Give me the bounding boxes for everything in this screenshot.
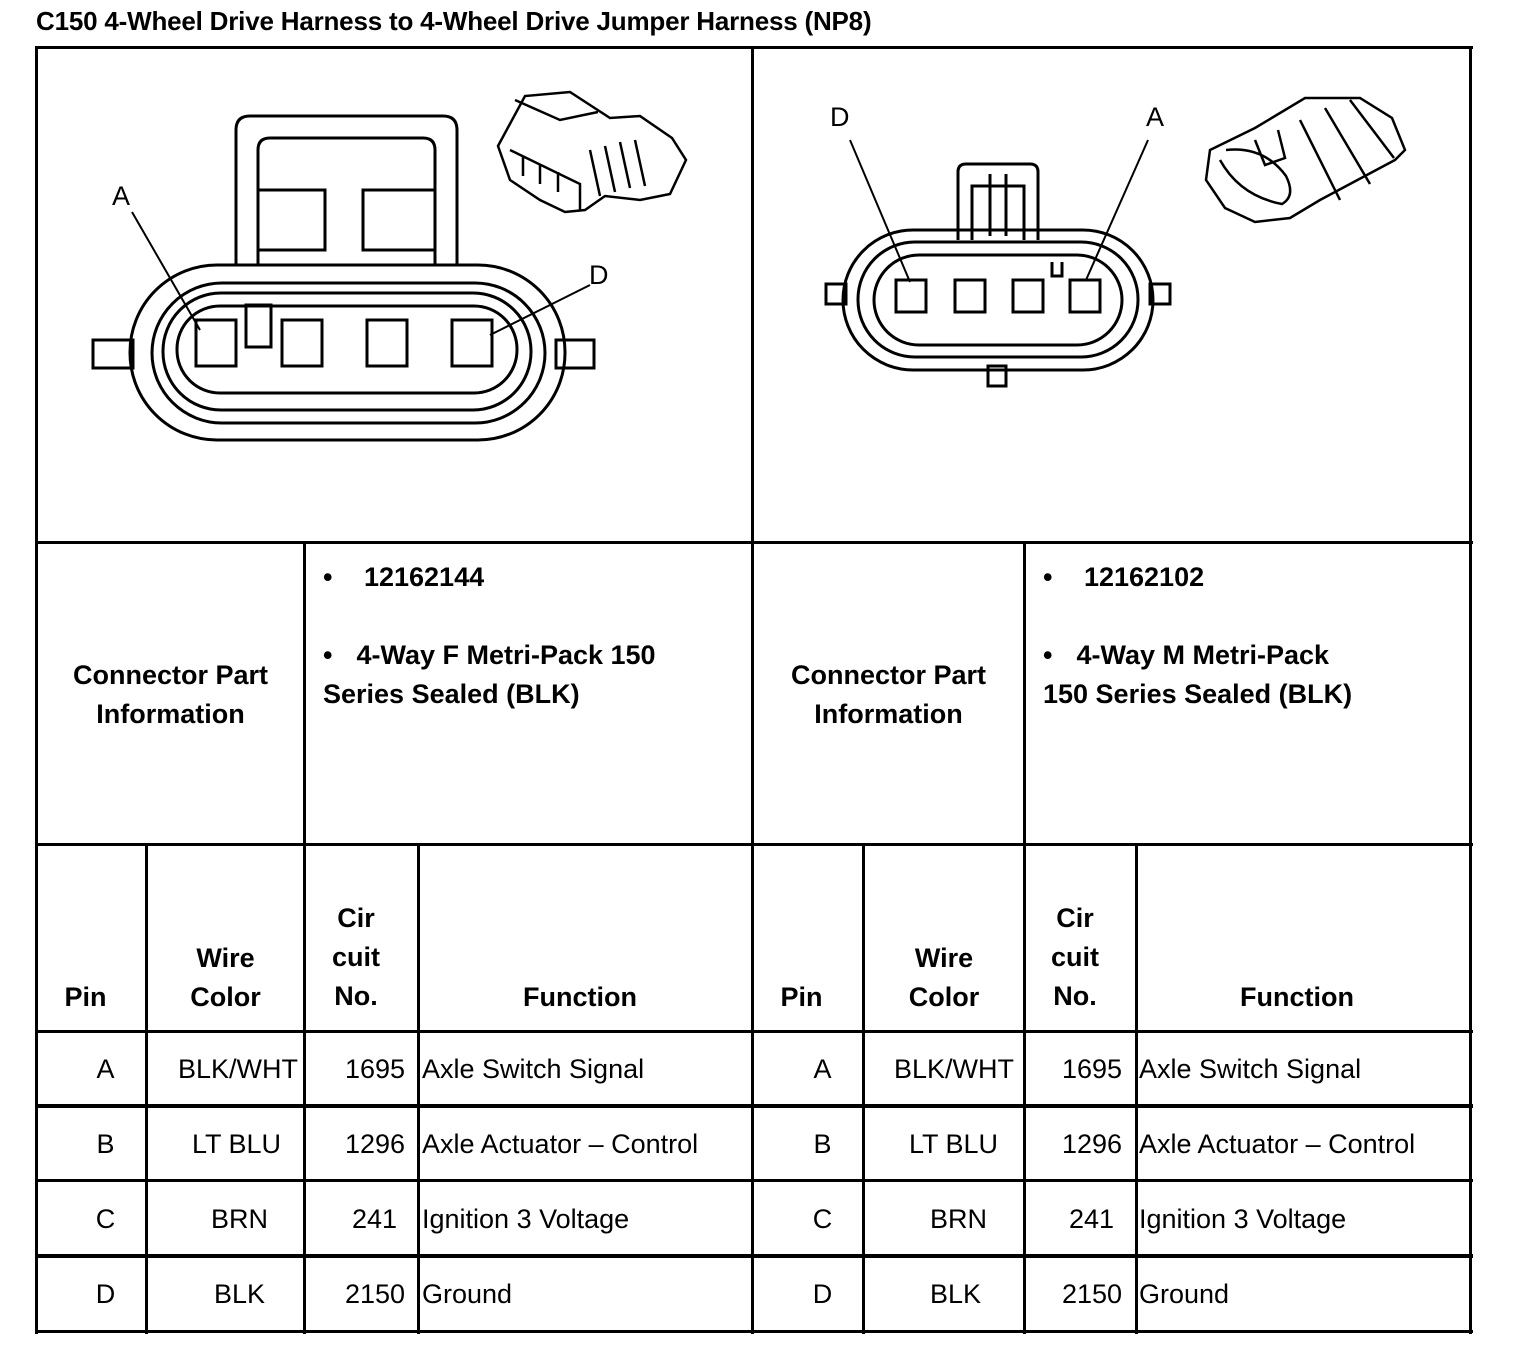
pin-cell: A: [96, 1054, 115, 1084]
function-cell: Axle Actuator – Control: [422, 1129, 699, 1159]
bullet: •: [323, 562, 333, 592]
circuit-cell: 2150: [345, 1279, 406, 1309]
wire-color-cell: LT BLU: [192, 1129, 282, 1159]
wire-color-cell: BRN: [211, 1204, 269, 1234]
part-number: • 12162144: [323, 562, 485, 592]
bullet: •: [1043, 562, 1053, 592]
function-header: Function: [523, 982, 637, 1012]
circuit-cell: 241: [1069, 1204, 1115, 1234]
wire-color-cell: BLK: [930, 1279, 982, 1309]
female-connector-diagram: [91, 90, 688, 442]
function-cell: Ground: [1139, 1279, 1230, 1309]
pin-cell: A: [813, 1054, 832, 1084]
function-cell: Axle Switch Signal: [1139, 1054, 1362, 1084]
female-pin-label-a: A: [112, 181, 131, 211]
circuit-cell: 2150: [1062, 1279, 1123, 1309]
function-header: Function: [1240, 982, 1354, 1012]
male-pin-label-d: D: [830, 102, 850, 132]
part-number: • 12162102: [1043, 562, 1205, 592]
part-info-label: Connector Part Information: [72, 660, 269, 729]
male-pin-label-a: A: [1146, 102, 1165, 132]
pin-header: Pin: [780, 982, 823, 1012]
part-description: •4-Way M Metri-Pack 150 Series Sealed (B…: [1043, 640, 1353, 709]
wire-color-cell: BLK/WHT: [178, 1054, 299, 1084]
function-cell: Ignition 3 Voltage: [422, 1204, 630, 1234]
wire-color-header: Wire Color: [190, 943, 261, 1012]
circuit-cell: 1296: [345, 1129, 406, 1159]
circuit-header: Cir cuit No.: [1050, 903, 1099, 1011]
function-cell: Ground: [422, 1279, 513, 1309]
wire-color-cell: LT BLU: [909, 1129, 999, 1159]
circuit-cell: 1695: [345, 1054, 406, 1084]
male-connector-diagram: [824, 96, 1407, 388]
male-connector-3d-icon: [1204, 96, 1407, 224]
circuit-cell: 1695: [1062, 1054, 1123, 1084]
pin-cell: B: [96, 1129, 115, 1159]
circuit-header: Cir cuit No.: [331, 903, 380, 1011]
wire-color-cell: BLK: [214, 1279, 266, 1309]
pin-cell: B: [813, 1129, 832, 1159]
female-connector-3d-icon: [496, 90, 688, 214]
function-cell: Axle Switch Signal: [422, 1054, 645, 1084]
circuit-cell: 1296: [1062, 1129, 1123, 1159]
page-title: C150 4-Wheel Drive Harness to 4-Wheel Dr…: [36, 6, 872, 36]
part-info-label: Connector Part Information: [790, 660, 987, 729]
wire-color-header: Wire Color: [908, 943, 980, 1012]
part-description: •4-Way F Metri-Pack 150 Series Sealed (B…: [323, 640, 656, 709]
circuit-cell: 241: [352, 1204, 398, 1234]
pin-cell: D: [95, 1279, 116, 1309]
pin-cell: C: [812, 1204, 833, 1234]
bullet: •: [1043, 640, 1053, 670]
function-cell: Ignition 3 Voltage: [1139, 1204, 1347, 1234]
wire-color-cell: BRN: [930, 1204, 988, 1234]
wire-color-cell: BLK/WHT: [894, 1054, 1015, 1084]
function-cell: Axle Actuator – Control: [1139, 1129, 1416, 1159]
bullet: •: [323, 640, 333, 670]
female-pin-label-d: D: [589, 260, 609, 290]
pin-header: Pin: [64, 982, 107, 1012]
pin-cell: D: [812, 1279, 833, 1309]
pin-cell: C: [95, 1204, 116, 1234]
